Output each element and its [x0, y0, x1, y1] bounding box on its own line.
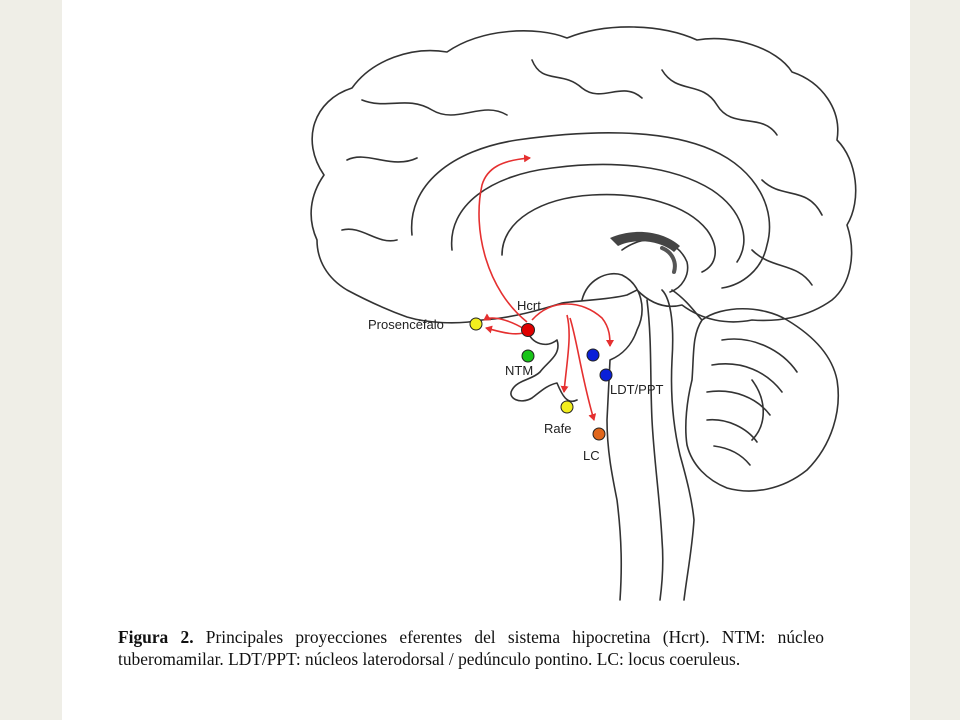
caption-text: Principales proyecciones eferentes del s… — [118, 627, 824, 669]
fornix — [660, 246, 677, 274]
cortex-outline — [310, 26, 857, 324]
gyrus-line — [531, 59, 643, 99]
corpus-callosum — [450, 163, 745, 263]
gyrus-line — [751, 249, 813, 286]
slide: Hcrt Prosencéfalo NTM LDT/PPT Rafe LC Fi… — [62, 0, 910, 720]
figure-label: Figura 2. — [118, 627, 194, 647]
gyrus-line — [346, 156, 418, 163]
hcrt-node — [521, 323, 535, 337]
prosencefalo-label: Prosencéfalo — [368, 317, 444, 332]
lc-label: LC — [583, 448, 600, 463]
cerebellum-folia — [706, 338, 798, 466]
rafe-label: Rafe — [544, 421, 571, 436]
figure-caption: Figura 2. Principales proyecciones efere… — [118, 626, 824, 670]
lc-node — [592, 427, 606, 441]
gyrus-line — [761, 179, 823, 216]
brainstem-outline — [646, 299, 664, 601]
projection-arrow — [569, 317, 597, 421]
cerebellum-outline — [685, 307, 840, 492]
thalamus-shade — [610, 231, 680, 252]
gyrus-line — [361, 99, 508, 116]
gyrus-line — [341, 228, 398, 242]
projection-arrow — [560, 314, 570, 393]
projection-arrow — [478, 154, 531, 323]
hypothalamus-outline — [510, 329, 578, 402]
brain-sagittal-diagram: Hcrt Prosencéfalo NTM LDT/PPT Rafe LC — [310, 26, 857, 601]
prosencefalo-node — [469, 317, 483, 331]
hcrt-label: Hcrt — [517, 298, 541, 313]
ntm-label: NTM — [505, 363, 533, 378]
ppt-node — [599, 368, 613, 382]
cingulate-outline — [410, 132, 771, 289]
ntm-node — [521, 349, 535, 363]
rafe-node — [560, 400, 574, 414]
gyrus-line — [661, 69, 778, 136]
brainstem-outline — [581, 273, 643, 601]
projection-arrow — [531, 303, 614, 347]
ldt-node — [586, 348, 600, 362]
corpus-callosum — [501, 193, 716, 273]
brainstem-outline — [661, 289, 695, 601]
ventricle — [671, 289, 703, 321]
ldt-ppt-label: LDT/PPT — [610, 382, 664, 397]
